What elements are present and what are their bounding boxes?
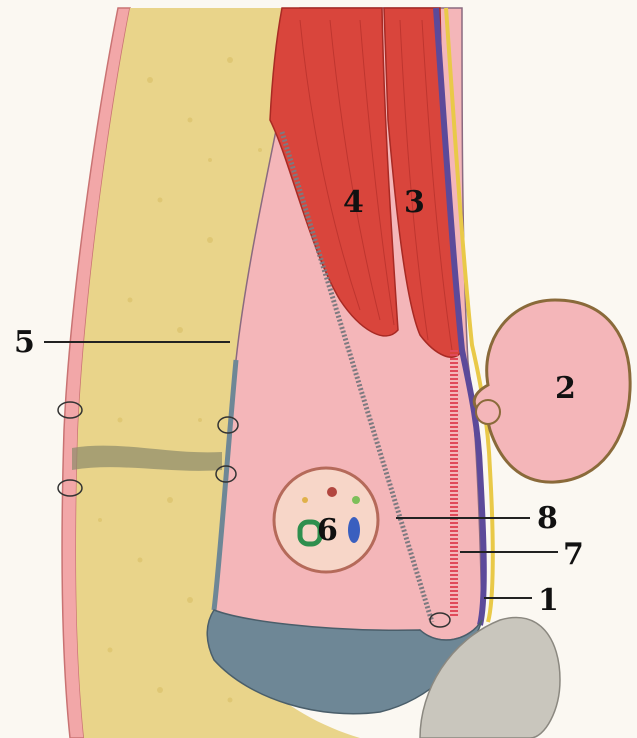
label-5: 5	[14, 325, 35, 360]
label-4: 4	[343, 185, 364, 220]
label-8: 8	[537, 501, 558, 536]
sac-neck	[476, 400, 500, 424]
label-7: 7	[563, 537, 584, 572]
label-6: 6	[317, 513, 338, 548]
label-1: 1	[538, 583, 559, 618]
label-3: 3	[404, 185, 425, 220]
label-2: 2	[555, 371, 576, 406]
